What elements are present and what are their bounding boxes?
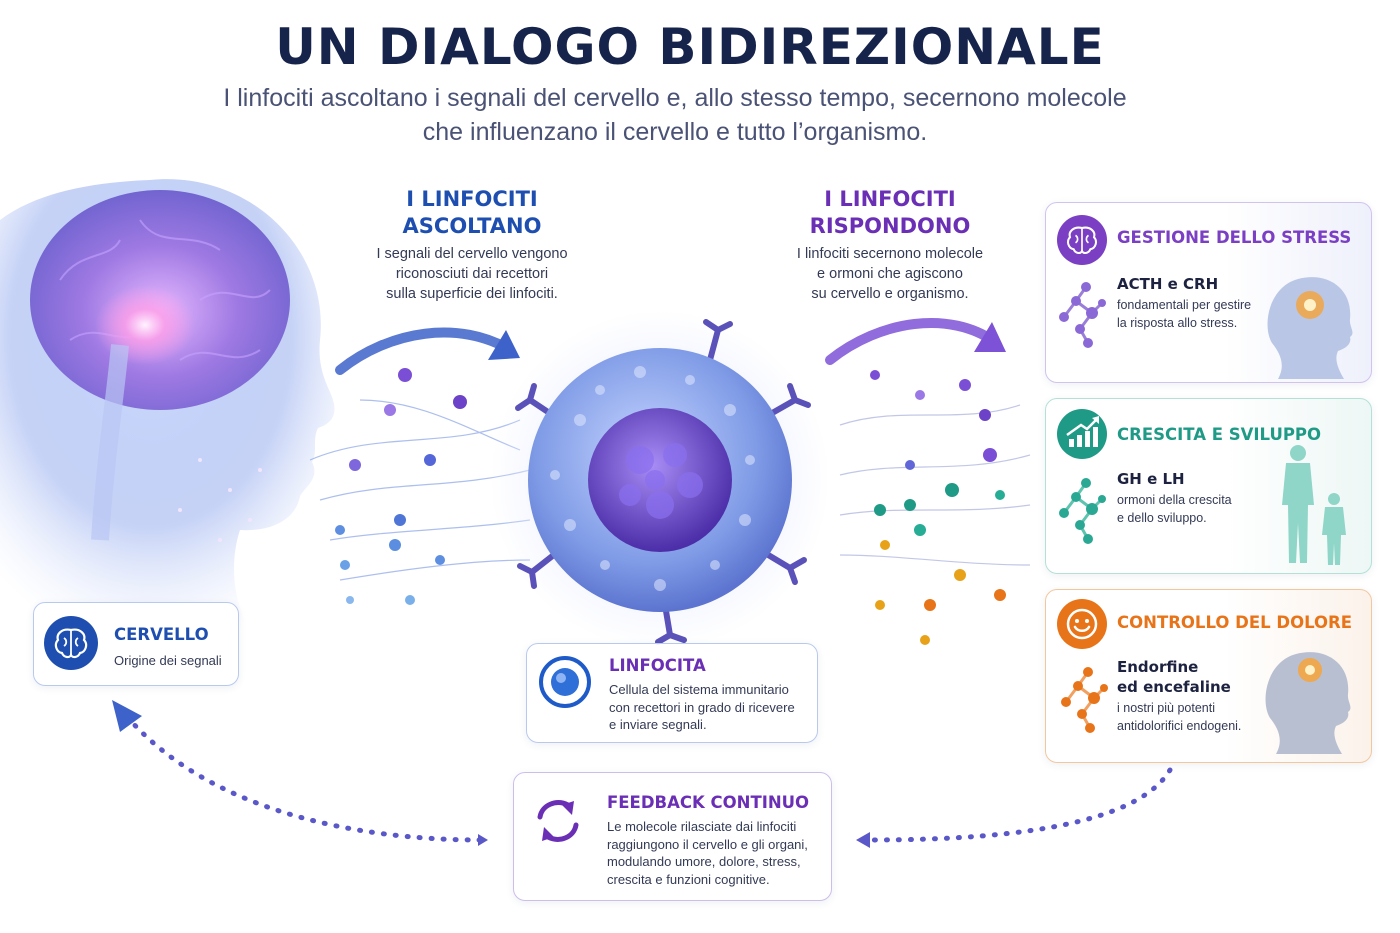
brain-card-title: CERVELLO [114, 625, 209, 644]
lymphocyte-text-line-3: e inviare segnali. [609, 717, 707, 732]
feedback-card-title: FEEDBACK CONTINUO [607, 793, 810, 812]
pain-hormones: Endorfine ed encefaline [1117, 657, 1231, 697]
feedback-card: FEEDBACK CONTINUO Le molecole rilasciate… [513, 772, 832, 901]
respond-text-line-1: I linfociti secernono molecole [796, 246, 984, 262]
lymphocyte-text-line-2: con recettori in grado di ricevere [609, 699, 795, 715]
feedback-text-line-2: raggiungono il cervello e gli organi, [607, 836, 808, 852]
stress-text-line-2: la risposta allo stress. [1117, 315, 1238, 330]
subtitle-line-2: che influenzano il cervello e tutto l’or… [422, 118, 928, 146]
pain-text-line-1: i nostri più potenti [1117, 701, 1215, 715]
feedback-text-line-3: modulando umore, dolore, stress, [607, 854, 801, 869]
stress-card: GESTIONE DELLO STRESS ACTH e CRH fondame… [1045, 202, 1372, 383]
stress-hormones: ACTH e CRH [1117, 275, 1219, 293]
pain-hormone-line-2: ed encefaline [1117, 678, 1231, 696]
respond-heading-line-2: RISPONDONO [809, 214, 971, 238]
human-head-illustration [0, 179, 335, 631]
listen-text-line-3: sulla superficie dei linfociti. [386, 286, 558, 302]
respond-heading: I LINFOCITI RISPONDONO [790, 186, 990, 240]
head-silhouette-image [1267, 277, 1353, 379]
feedback-text-line-4: crescita e funzioni cognitive. [607, 871, 770, 887]
brain-icon [44, 616, 98, 670]
growth-text-line-1: ormoni della crescita [1117, 493, 1232, 507]
listen-heading-line-2: ASCOLTANO [402, 214, 542, 238]
arrow-to-effects [825, 318, 1006, 365]
listen-heading: I LINFOCITI ASCOLTANO [372, 186, 572, 240]
cell-icon [539, 656, 591, 708]
head-silhouette-image [1265, 652, 1351, 754]
pain-card: CONTROLLO DEL DOLORE Endorfine ed encefa… [1045, 589, 1372, 763]
growth-text-line-2: e dello sviluppo. [1117, 510, 1207, 525]
page-title: UN DIALOGO BIDIREZIONALE [275, 18, 1105, 76]
lymphocyte-cell [490, 310, 830, 650]
adult-and-child-figures [1282, 445, 1346, 565]
respond-description: I linfociti secernono molecole e ormoni … [770, 244, 1010, 304]
arrow-to-lymphocyte [335, 327, 520, 375]
refresh-cycle-icon [528, 791, 588, 851]
respond-text-line-2: e ormoni che agiscono [817, 266, 963, 282]
growth-hormones: GH e LH [1117, 470, 1185, 488]
feedback-text-line-1: Le molecole rilasciate dai linfociti [607, 819, 797, 834]
respond-text-line-3: su cervello e organismo. [811, 286, 969, 302]
smiley-icon [1057, 599, 1107, 649]
pain-card-title: CONTROLLO DEL DOLORE [1117, 613, 1353, 632]
growth-card: CRESCITA E SVILUPPO GH e LH ormoni della… [1045, 398, 1372, 574]
pain-hormone-line-1: Endorfine [1117, 658, 1199, 676]
brain-icon [1057, 215, 1107, 265]
incoming-signals [309, 368, 531, 605]
growth-card-title: CRESCITA E SVILUPPO [1117, 425, 1322, 444]
lymphocyte-text-line-1: Cellula del sistema immunitario [609, 682, 789, 697]
respond-heading-line-1: I LINFOCITI [824, 187, 956, 211]
pain-text-line-2: antidolorifici endogeni. [1117, 718, 1242, 733]
outgoing-molecules [839, 370, 1031, 645]
lymphocyte-card: LINFOCITA Cellula del sistema immunitari… [526, 643, 818, 743]
stress-text-line-1: fondamentali per gestire [1117, 298, 1252, 312]
feedback-arrow-right [856, 767, 1173, 848]
stress-card-title: GESTIONE DELLO STRESS [1117, 228, 1352, 247]
feedback-arrow-left [112, 700, 488, 846]
listen-heading-line-1: I LINFOCITI [406, 187, 538, 211]
feedback-card-text: Le molecole rilasciate dai linfociti rag… [607, 818, 808, 888]
subtitle-line-1: I linfociti ascoltano i segnali del cerv… [223, 84, 1127, 112]
listen-text-line-2: riconosciuti dai recettori [395, 266, 549, 282]
stress-card-text: fondamentali per gestire la risposta all… [1117, 297, 1251, 332]
molecule-icon [1059, 478, 1106, 544]
molecule-icon [1061, 667, 1108, 733]
listen-description: I segnali del cervello vengono riconosci… [352, 244, 592, 304]
brain-card-text: Origine dei segnali [114, 653, 222, 668]
brain-card: CERVELLO Origine dei segnali [33, 602, 239, 686]
lymphocyte-card-text: Cellula del sistema immunitario con rece… [609, 681, 795, 734]
growth-card-text: ormoni della crescita e dello sviluppo. [1117, 492, 1232, 527]
growth-chart-icon [1057, 409, 1107, 459]
pain-card-text: i nostri più potenti antidolorifici endo… [1117, 700, 1241, 735]
lymphocyte-card-title: LINFOCITA [609, 656, 706, 675]
molecule-icon [1059, 282, 1106, 348]
listen-text-line-1: I segnali del cervello vengono [376, 246, 568, 262]
